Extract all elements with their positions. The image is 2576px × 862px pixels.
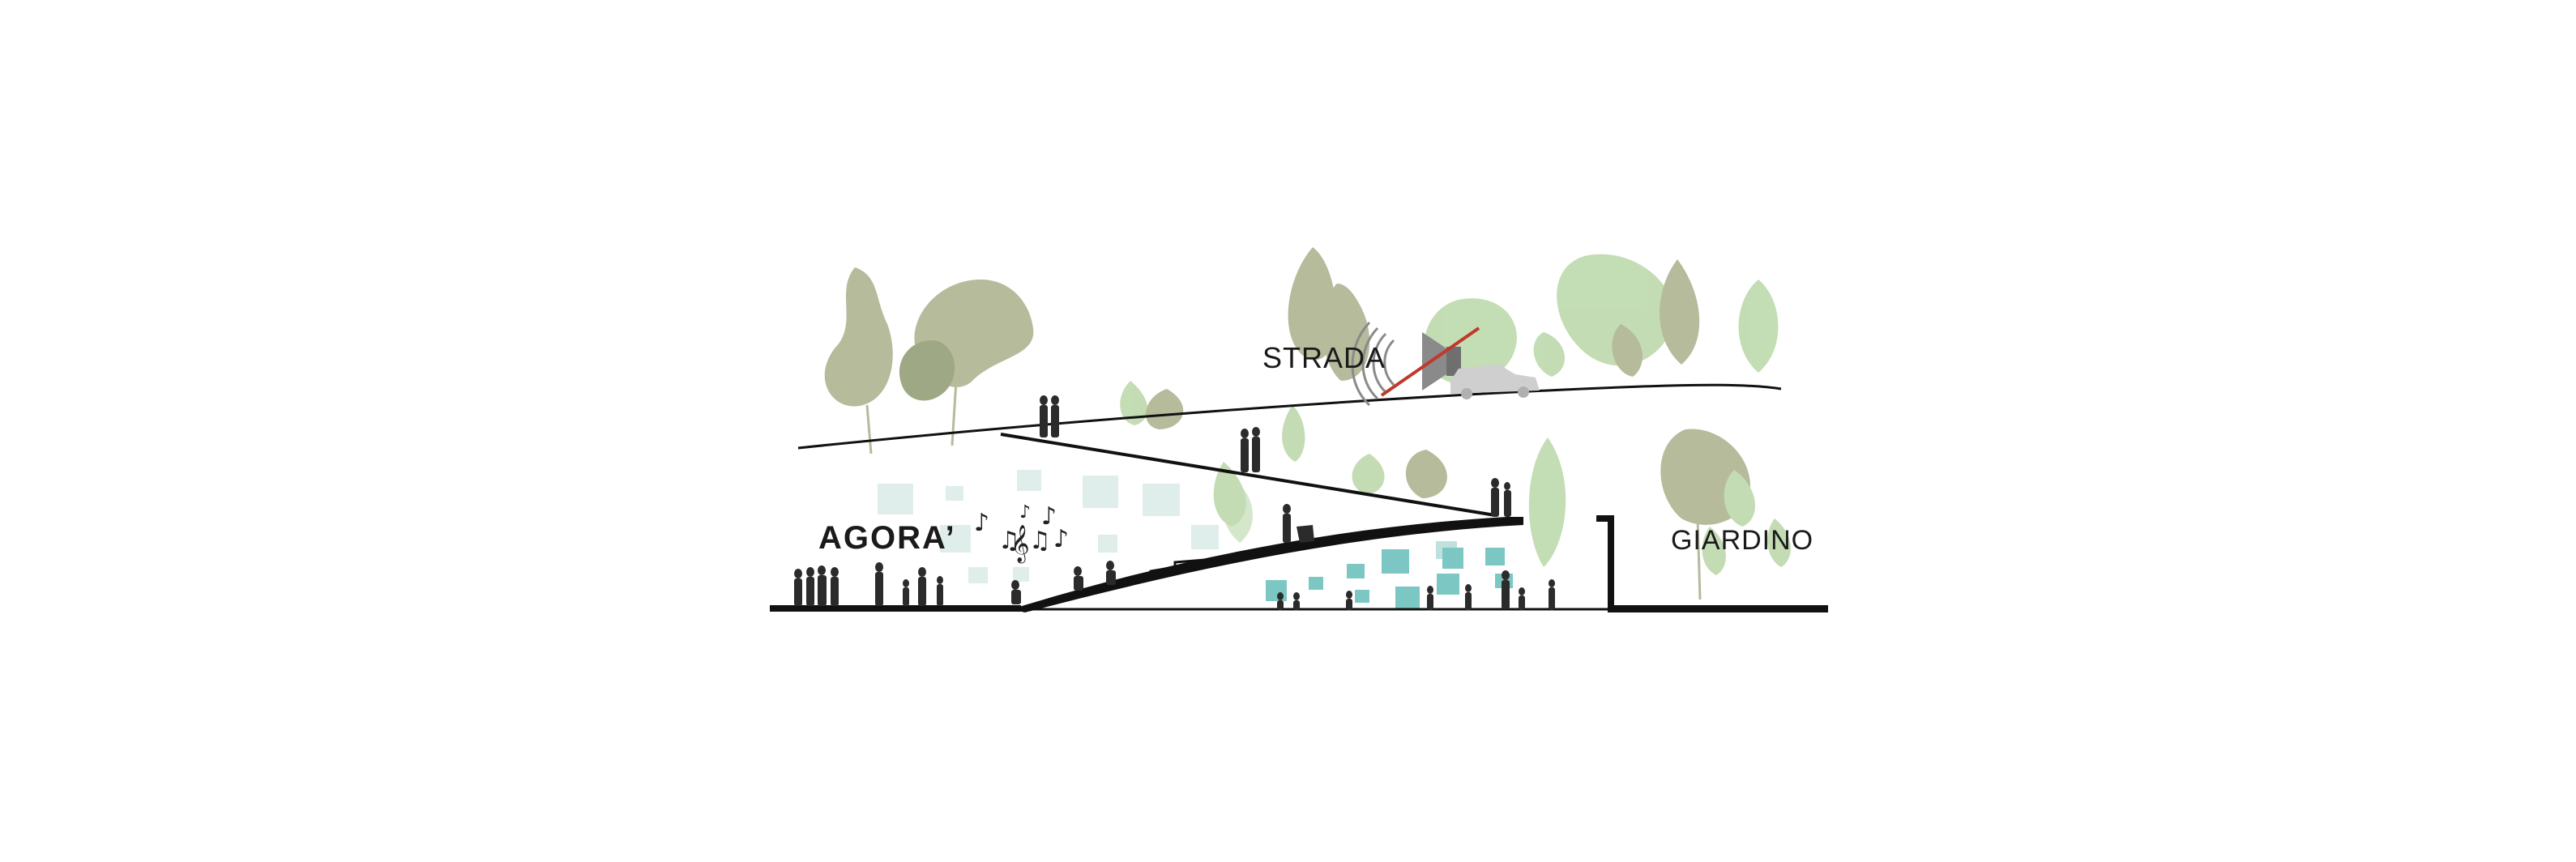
teal-square [1266, 580, 1287, 601]
main-ramp [1011, 517, 1523, 612]
music-note-icon: ♪ [1053, 525, 1070, 553]
window-square [1017, 470, 1041, 491]
teal-square [1442, 548, 1463, 569]
tree-right-trunk [1696, 518, 1702, 600]
sound-wave-icon [1351, 321, 1395, 407]
agora-window-squares [878, 470, 1219, 583]
tree-mid-6 [1282, 405, 1305, 462]
window-square [1191, 525, 1219, 549]
label-agora: AGORA’ [818, 520, 956, 556]
tree-right-5 [1612, 324, 1643, 377]
window-square [878, 484, 913, 514]
tree-right-1 [1557, 254, 1675, 366]
teal-square [1355, 590, 1369, 603]
window-square [940, 525, 971, 553]
tree-mid-8 [1352, 454, 1385, 494]
music-note-icon: ♪ [974, 509, 990, 537]
ramp-line-upper [1000, 433, 1496, 517]
tree-left-trunk-2 [951, 380, 958, 446]
tree-right-9 [1767, 518, 1791, 567]
tree-left-3 [899, 340, 955, 401]
tree-right-2 [1533, 332, 1566, 377]
ground-right [1613, 605, 1828, 612]
trees-left [824, 267, 1034, 454]
wall-post [1608, 515, 1614, 612]
tree-mid-9 [1405, 450, 1447, 498]
music-note-icon: ♪ [1041, 502, 1057, 531]
window-square [1143, 484, 1180, 516]
tree-mid-4 [1322, 284, 1370, 381]
window-square [1083, 476, 1118, 508]
trees-right [1528, 254, 1791, 600]
window-square [946, 486, 963, 501]
stair-steps [1077, 557, 1216, 593]
teal-window-squares [1266, 541, 1513, 609]
teal-square [1485, 548, 1505, 565]
teal-square [1347, 564, 1365, 578]
tree-right-8 [1528, 437, 1566, 567]
tree-right-7 [1724, 470, 1756, 527]
speaker-body [1446, 347, 1461, 376]
treble-clef-icon: 𝄞 [1010, 525, 1030, 562]
tree-left-1 [824, 267, 893, 407]
window-square [968, 567, 988, 583]
tree-mid-2 [1145, 389, 1184, 429]
road-surface-line [797, 383, 1782, 450]
tree-right-4 [1738, 280, 1779, 373]
teal-square [1382, 549, 1409, 574]
wall-element [1596, 515, 1614, 522]
trees-middle [1120, 247, 1517, 543]
label-giardino: GIARDINO [1671, 525, 1814, 556]
tree-mid-10 [1221, 478, 1254, 543]
tree-right-3 [1660, 259, 1700, 365]
cross-line-icon [1380, 326, 1480, 397]
section-structure [770, 383, 1828, 612]
people-silhouettes [794, 395, 1555, 610]
tree-left-trunk-1 [865, 404, 873, 454]
teal-square [1309, 577, 1323, 590]
teal-square [1437, 574, 1459, 595]
teal-square [1395, 587, 1420, 609]
window-square [1098, 535, 1117, 553]
tree-right-10 [1702, 527, 1726, 575]
ground-left [770, 605, 1021, 612]
speaker-icon [1422, 332, 1446, 390]
tree-mid-1 [1120, 381, 1148, 425]
window-square [1013, 567, 1029, 582]
label-strada: STRADA [1262, 341, 1386, 374]
music-note-icon: ♫ [998, 527, 1020, 555]
music-note-icon: ♫ [1029, 527, 1051, 555]
car-icon [1450, 365, 1540, 399]
music-note-icon: ♪ [1019, 502, 1032, 523]
person-group-left [794, 562, 943, 606]
